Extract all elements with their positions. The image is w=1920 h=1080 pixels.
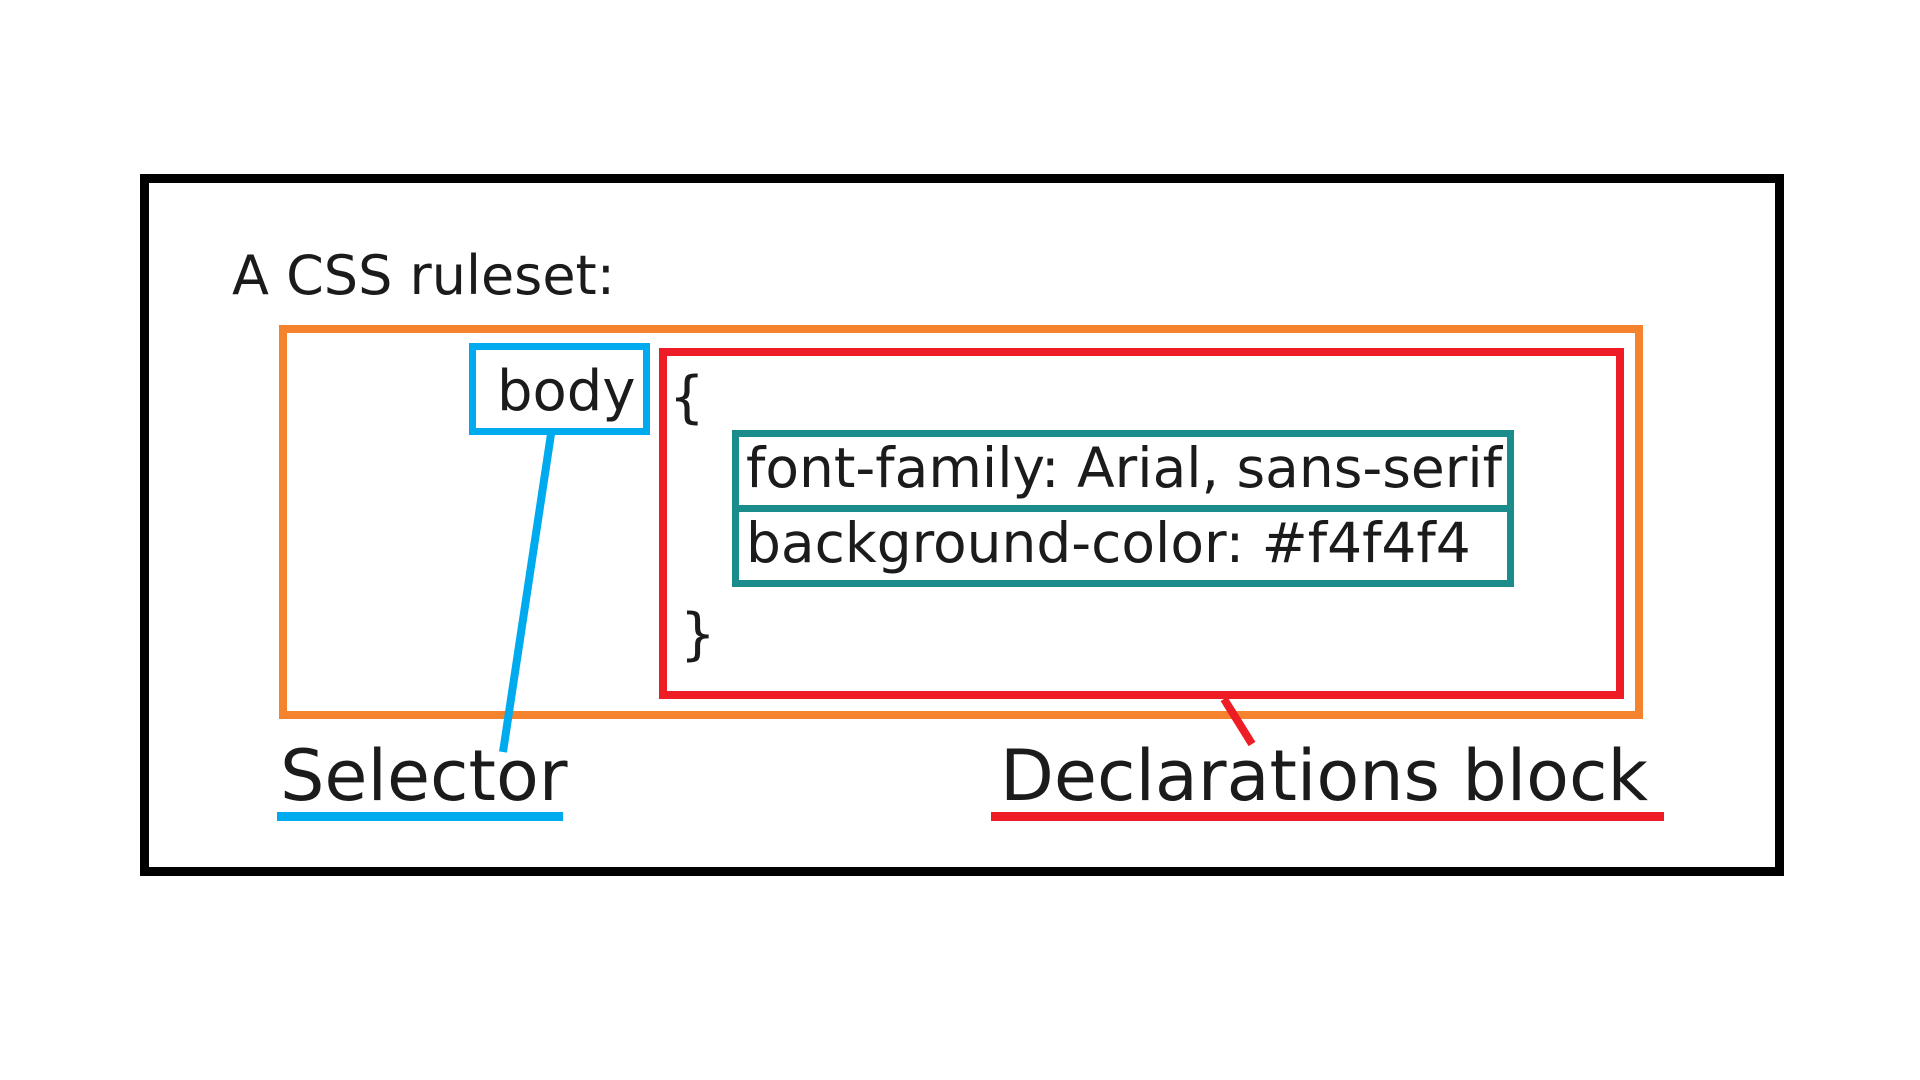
declaration-box (732, 505, 1514, 587)
selector-label: Selector (280, 735, 568, 817)
selector-box (469, 343, 650, 435)
outer-frame (140, 174, 1784, 876)
diagram-heading: A CSS ruleset: (232, 244, 615, 307)
selector-text: body (497, 359, 636, 424)
declarations-block-label: Declarations block (1000, 735, 1649, 817)
selector-underline (277, 812, 563, 821)
ruleset-box (279, 325, 1643, 719)
opening-brace: { (669, 365, 705, 430)
closing-brace: } (680, 602, 716, 667)
declarations-block-box (659, 348, 1624, 699)
declaration-text: background-color: #f4f4f4 (746, 511, 1471, 575)
declaration-text: font-family: Arial, sans-serif (746, 436, 1502, 500)
declarations-block-underline (991, 812, 1664, 821)
